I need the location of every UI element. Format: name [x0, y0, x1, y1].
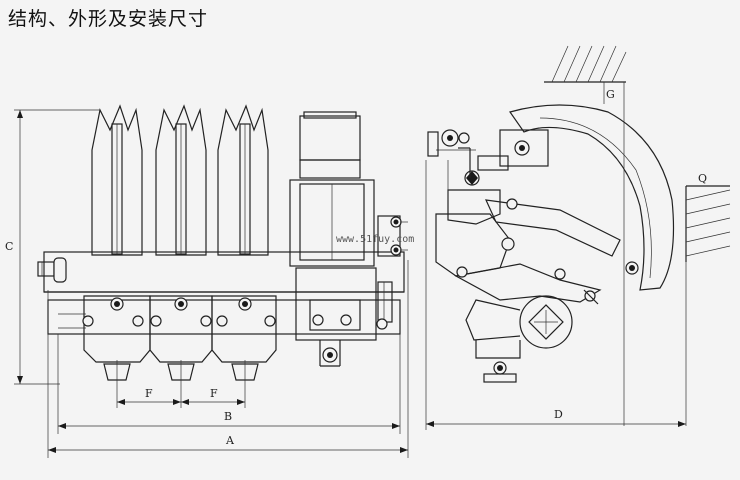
arc-chute-2	[155, 104, 207, 256]
coil-assembly	[289, 111, 408, 367]
front-view: C	[5, 104, 409, 458]
watermark: www.51fuy.com	[336, 234, 414, 245]
dimension-c: C	[5, 109, 100, 385]
dim-q-label: Q	[698, 172, 707, 185]
dim-c-label: C	[5, 240, 13, 253]
dim-b-label: B	[224, 410, 232, 423]
arc-chute-3	[217, 104, 269, 256]
dim-a-label: A	[225, 434, 235, 447]
contact-blocks	[58, 295, 277, 381]
dimension-b: B	[57, 334, 401, 434]
top-wall-hatch	[544, 45, 627, 426]
dimension-g: G	[603, 82, 615, 104]
dim-f2-label: F	[210, 387, 218, 400]
dimension-a: A	[47, 260, 409, 458]
dim-f1-label: F	[145, 387, 153, 400]
arc-horn	[509, 104, 675, 291]
contact-mechanism	[427, 129, 621, 383]
dimension-d: D	[425, 160, 686, 430]
dim-d-label: D	[554, 408, 563, 421]
base-frame	[43, 251, 405, 293]
dim-g-label: G	[606, 88, 615, 101]
page-title: 结构、外形及安装尺寸	[8, 8, 209, 30]
dimension-f: F F	[116, 360, 246, 408]
side-view: G Q	[425, 45, 731, 430]
arc-chute-1	[91, 104, 143, 256]
right-wall-hatch: Q	[685, 172, 731, 426]
terminal-bolt-left	[37, 257, 67, 283]
